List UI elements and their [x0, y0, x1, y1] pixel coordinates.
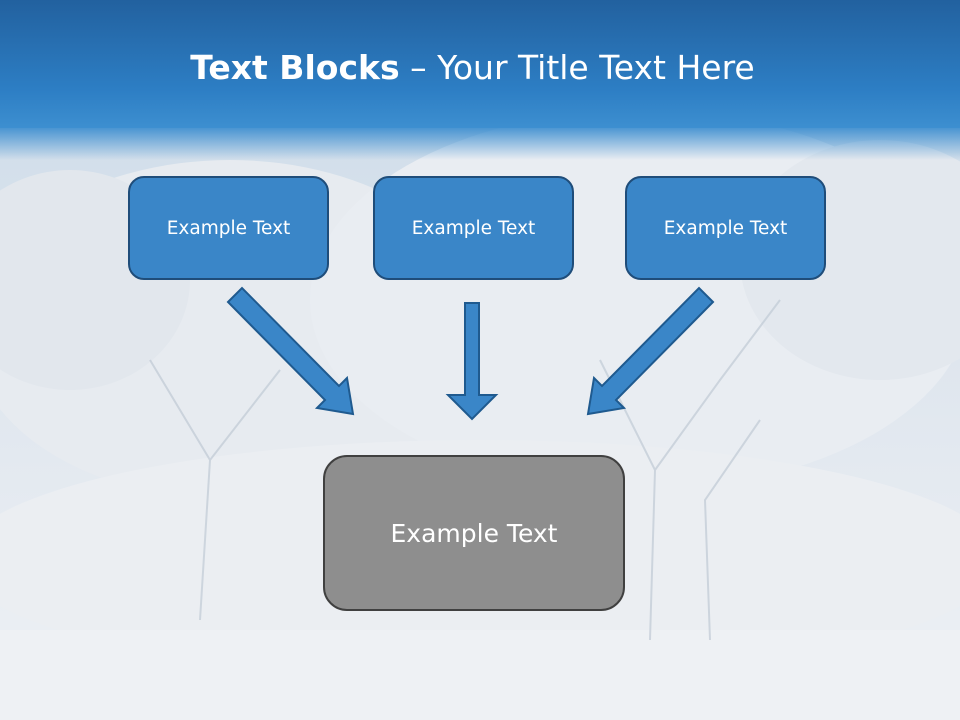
- text-block-1[interactable]: Example Text: [128, 176, 329, 280]
- text-block-3[interactable]: Example Text: [625, 176, 826, 280]
- arrow-down-left: [586, 286, 715, 416]
- slide-title: Text Blocks – Your Title Text Here: [0, 48, 945, 87]
- title-bold: Text Blocks: [190, 48, 400, 87]
- result-block[interactable]: Example Text: [323, 455, 625, 611]
- text-block-2[interactable]: Example Text: [373, 176, 574, 280]
- title-dash: –: [399, 48, 438, 87]
- title-rest: Your Title Text Here: [437, 48, 755, 87]
- arrow-down: [445, 302, 499, 421]
- arrow-down-right: [226, 286, 355, 416]
